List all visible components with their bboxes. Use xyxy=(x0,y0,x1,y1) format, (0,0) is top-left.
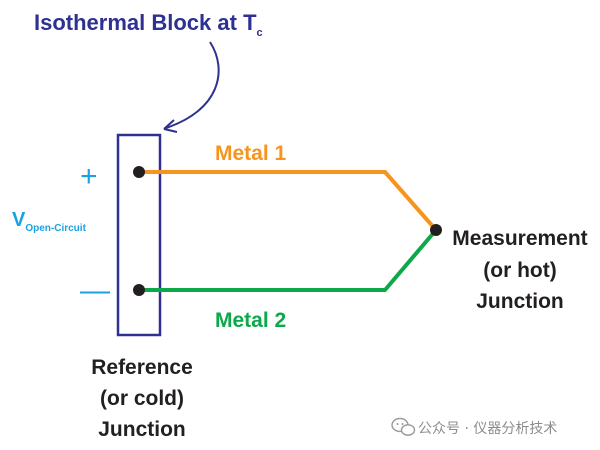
wechat-icon xyxy=(391,417,416,436)
title-main: Isothermal Block at T xyxy=(34,10,257,35)
reference-dot-bottom xyxy=(133,284,145,296)
measurement-line-2: (or hot) xyxy=(483,259,556,282)
arrow-curve xyxy=(165,41,220,129)
reference-dot-top xyxy=(133,166,145,178)
voltage-symbol: V xyxy=(12,209,26,231)
plus-sign: + xyxy=(80,160,98,193)
measurement-line-1: Measurement xyxy=(452,227,587,250)
title-text: Isothermal Block at Tc xyxy=(34,10,263,39)
metal2-label: Metal 2 xyxy=(215,309,286,332)
minus-sign: — xyxy=(80,274,110,307)
measurement-dot xyxy=(430,224,442,236)
reference-line-1: Reference xyxy=(91,356,193,379)
measurement-line-3: Junction xyxy=(476,290,564,313)
reference-line-2: (or cold) xyxy=(100,387,184,410)
title-subscript: c xyxy=(257,27,263,39)
metal1-label: Metal 1 xyxy=(215,142,287,165)
voltage-subscript: Open-Circuit xyxy=(25,223,86,234)
reference-line-3: Junction xyxy=(98,418,186,441)
metal1-wire xyxy=(140,170,438,232)
arrow-head-icon xyxy=(163,119,178,133)
metal2-wire xyxy=(140,228,438,292)
watermark-text: 公众号 · 仪器分析技术 xyxy=(418,421,557,437)
isothermal-block xyxy=(116,133,162,337)
voltage-label: VOpen-Circuit xyxy=(12,209,87,234)
